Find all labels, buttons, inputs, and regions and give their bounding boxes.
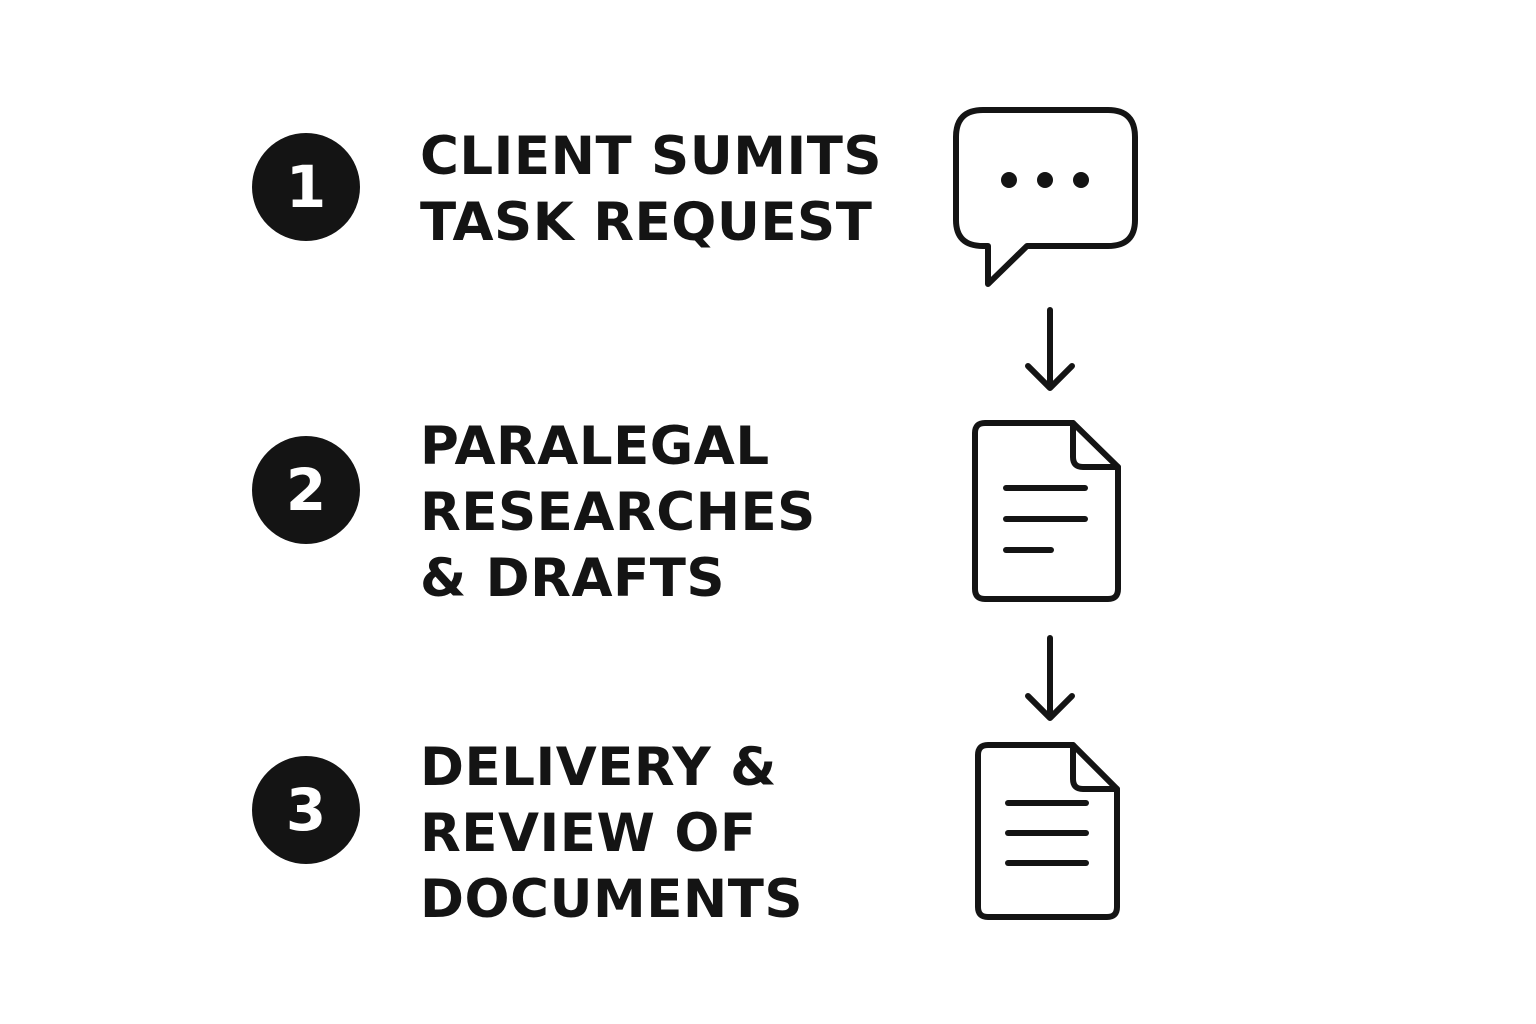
step-1-number: 1 <box>285 153 327 221</box>
step-2-label: PARALEGAL RESEARCHES & DRAFTS <box>420 414 816 612</box>
step-1-label: CLIENT SUMITS TASK REQUEST <box>420 124 882 256</box>
arrow-down-icon <box>1025 635 1075 721</box>
document-icon <box>972 420 1121 602</box>
step-2-number: 2 <box>285 456 327 524</box>
step-2-label-line-3: & DRAFTS <box>420 548 726 609</box>
step-3-number: 3 <box>285 776 327 844</box>
step-1-label-line-1: CLIENT SUMITS <box>420 126 883 187</box>
step-3-label-line-1: DELIVERY & <box>420 737 777 798</box>
step-3-label-line-3: DOCUMENTS <box>420 869 804 930</box>
step-3-label-line-2: REVIEW OF <box>420 803 757 864</box>
step-2-label-line-1: PARALEGAL <box>420 416 770 477</box>
step-1-label-line-2: TASK REQUEST <box>420 192 873 253</box>
arrow-down-icon <box>1025 307 1075 391</box>
speech-bubble-icon <box>953 107 1138 287</box>
step-3-label: DELIVERY & REVIEW OF DOCUMENTS <box>420 735 803 933</box>
step-2-badge: 2 <box>252 436 360 544</box>
step-3-badge: 3 <box>252 756 360 864</box>
document-icon <box>975 742 1120 920</box>
step-2-label-line-2: RESEARCHES <box>420 482 816 543</box>
step-1-badge: 1 <box>252 133 360 241</box>
